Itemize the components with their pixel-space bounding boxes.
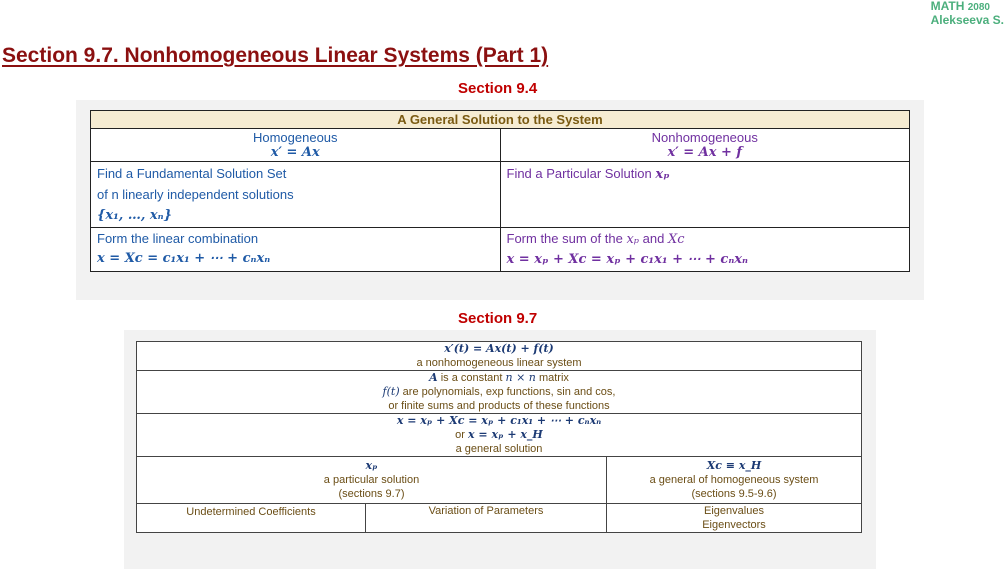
sum-and: and: [642, 231, 665, 246]
system-row: x′(t) = Ax(t) + f(t) a nonhomogeneous li…: [136, 341, 862, 371]
linear-combination-text: Form the linear combination: [97, 231, 259, 246]
matrix-text: matrix: [538, 372, 569, 384]
particular-solution-text: Find a Particular Solution: [506, 166, 652, 181]
particular-text: a particular solution: [323, 474, 420, 486]
fundamental-set-line1: Find a Fundamental Solution Set: [97, 166, 287, 181]
matrix-size: n × n: [505, 371, 536, 384]
forcing-symbol: f(t): [382, 385, 400, 398]
sum-math1: xₚ: [626, 232, 639, 247]
linear-combination-cell: Form the linear combination x = Xc = c₁x…: [90, 227, 501, 272]
method-eigen: Eigenvalues Eigenvectors: [606, 503, 862, 533]
xp-symbol: xₚ: [365, 459, 378, 472]
forcing-text-2: or finite sums and products of these fun…: [388, 400, 610, 412]
eigenvalues-text: Eigenvalues: [704, 505, 764, 517]
particular-sections: (sections 9.7): [338, 488, 405, 500]
system-text: a nonhomogeneous linear system: [416, 357, 582, 369]
fundamental-set-cell: Find a Fundamental Solution Set of n lin…: [90, 161, 501, 228]
sum-text: Form the sum of the: [506, 231, 623, 246]
eigenvectors-text: Eigenvectors: [702, 519, 766, 531]
system-equation: x′(t) = Ax(t) + f(t): [444, 342, 554, 355]
general-solution-eq1: x = xₚ + Xc = xₚ + c₁x₁ + ⋯ + cₙxₙ: [396, 414, 602, 427]
or-text: or: [455, 429, 465, 441]
page-title: Section 9.7. Nonhomogeneous Linear Syste…: [2, 44, 549, 67]
general-solution-eq2: x = xₚ + x_H: [468, 428, 543, 441]
sum-cell: Form the sum of the xₚ and Xc x = xₚ + X…: [499, 227, 910, 272]
homogeneous-text: a general of homogeneous system: [649, 474, 819, 486]
nonhomogeneous-label: Nonhomogeneous: [651, 130, 758, 145]
sum-math2: Xc: [667, 232, 685, 247]
fundamental-set-line2: of n linearly independent solutions: [97, 187, 294, 202]
sum-eq: x = xₚ + Xc = xₚ + c₁x₁ + ⋯ + cₙxₙ: [506, 252, 749, 267]
fundamental-set-math: {x₁, …, xₙ}: [97, 208, 172, 223]
particular-solution-math: xₚ: [655, 167, 670, 182]
xh-symbol: Xc ≡ x_H: [706, 459, 762, 472]
matrix-symbol: A: [429, 371, 438, 384]
course-header: MATH 2080 Alekseeva S.: [931, 0, 1004, 27]
section-heading-9-4: Section 9.4: [458, 80, 538, 97]
forcing-text: are polynomials, exp functions, sin and …: [402, 386, 616, 398]
instructor-name: Alekseeva S.: [930, 13, 1004, 27]
course-number: 2080: [967, 2, 990, 13]
linear-combination-eq: x = Xc = c₁x₁ + ⋯ + cₙxₙ: [97, 251, 271, 266]
general-solution-row: x = xₚ + Xc = xₚ + c₁x₁ + ⋯ + cₙxₙ or x …: [136, 413, 862, 457]
homogeneous-header: Homogeneous x′ = Ax: [90, 128, 501, 162]
particular-solution-block: xₚ a particular solution (sections 9.7): [136, 456, 607, 504]
particular-solution-cell: Find a Particular Solution xₚ: [499, 161, 910, 228]
constant-text: is a constant: [440, 372, 503, 384]
general-solution-table: A General Solution to the System Homogen…: [90, 110, 910, 272]
general-solution-text: a general solution: [455, 443, 543, 455]
method-undetermined-coefficients: Undetermined Coefficients: [136, 503, 366, 533]
section-heading-9-7: Section 9.7: [458, 310, 538, 327]
homogeneous-solution-block: Xc ≡ x_H a general of homogeneous system…: [606, 456, 862, 504]
homogeneous-sections: (sections 9.5-9.6): [691, 488, 777, 500]
table1-title: A General Solution to the System: [90, 110, 910, 129]
course-label: MATH: [930, 0, 965, 13]
method-variation-of-parameters: Variation of Parameters: [365, 503, 607, 533]
nonhomogeneous-summary-table: x′(t) = Ax(t) + f(t) a nonhomogeneous li…: [136, 341, 862, 533]
assumptions-row: A is a constant n × n matrix f(t) are po…: [136, 370, 862, 414]
homogeneous-equation: x′ = Ax: [270, 145, 320, 160]
nonhomogeneous-equation: x′ = Ax + f: [667, 145, 743, 160]
homogeneous-label: Homogeneous: [252, 130, 338, 145]
nonhomogeneous-header: Nonhomogeneous x′ = Ax + f: [499, 128, 910, 162]
